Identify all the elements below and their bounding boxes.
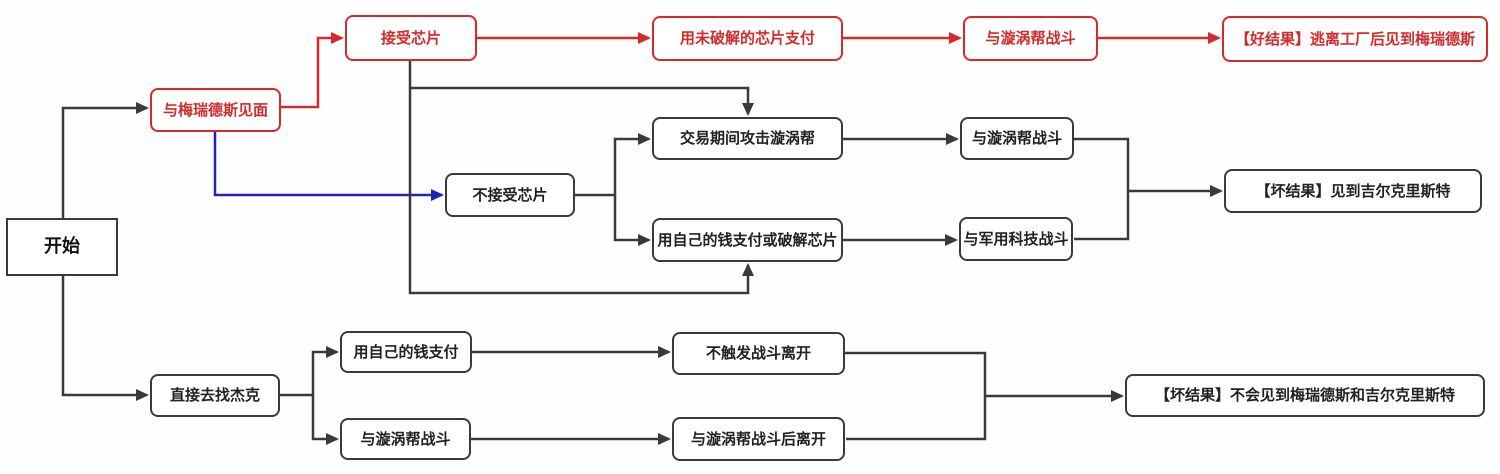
node-leave-after-fight: 与漩涡帮战斗后离开 xyxy=(672,417,845,461)
node-bad-ending-gilchrist: 【坏结果】见到吉尔克里斯特 xyxy=(1224,169,1482,213)
node-accept-chip: 接受芯片 xyxy=(345,15,477,61)
edge-meet-meredith-to-accept-chip xyxy=(281,32,344,109)
node-attack-during-trade: 交易期间攻击漩涡帮 xyxy=(652,117,843,160)
edge-start-to-meet-meredith xyxy=(61,102,149,218)
node-good-ending: 【好结果】逃离工厂后见到梅瑞德斯 xyxy=(1222,16,1488,62)
edge-go-jackie-to-pay-own-money xyxy=(280,346,339,397)
node-reject-chip: 不接受芯片 xyxy=(445,173,575,217)
edge-bottom-merge-rail xyxy=(845,351,987,441)
node-fight-militech: 与军用科技战斗 xyxy=(959,217,1073,261)
node-start: 开始 xyxy=(6,218,118,276)
edge-reject-chip-to-pay-own-or-crack xyxy=(613,195,651,246)
node-pay-uncracked-chip: 用未破解的芯片支付 xyxy=(652,16,843,61)
edge-accept-chip-to-attack-during-trade xyxy=(410,86,754,116)
node-meet-meredith: 与梅瑞德斯见面 xyxy=(150,88,281,132)
node-leave-no-fight: 不触发战斗离开 xyxy=(672,332,845,375)
node-pay-own-money: 用自己的钱支付 xyxy=(340,331,472,373)
node-bad-ending-neither: 【坏结果】不会见到梅瑞德斯和吉尔克里斯特 xyxy=(1125,374,1485,417)
edge-start-to-go-jackie xyxy=(61,276,149,401)
node-fight-maelstrom-bottom: 与漩涡帮战斗 xyxy=(340,418,471,460)
edge-meet-meredith-to-reject-chip xyxy=(213,132,444,201)
edge-accept-chip-to-pay-own-or-crack xyxy=(408,61,754,295)
edge-reject-chip-to-attack-during-trade xyxy=(575,133,651,197)
node-fight-maelstrom-mid: 与漩涡帮战斗 xyxy=(960,117,1074,160)
node-go-jackie: 直接去找杰克 xyxy=(150,374,280,417)
edge-go-jackie-to-fight-maelstrom-bot xyxy=(311,395,339,445)
edge-mid-merge-rail xyxy=(1074,137,1130,241)
node-fight-maelstrom-good-path: 与漩涡帮战斗 xyxy=(963,16,1098,61)
node-pay-own-or-crack: 用自己的钱支付或破解芯片 xyxy=(652,218,843,262)
